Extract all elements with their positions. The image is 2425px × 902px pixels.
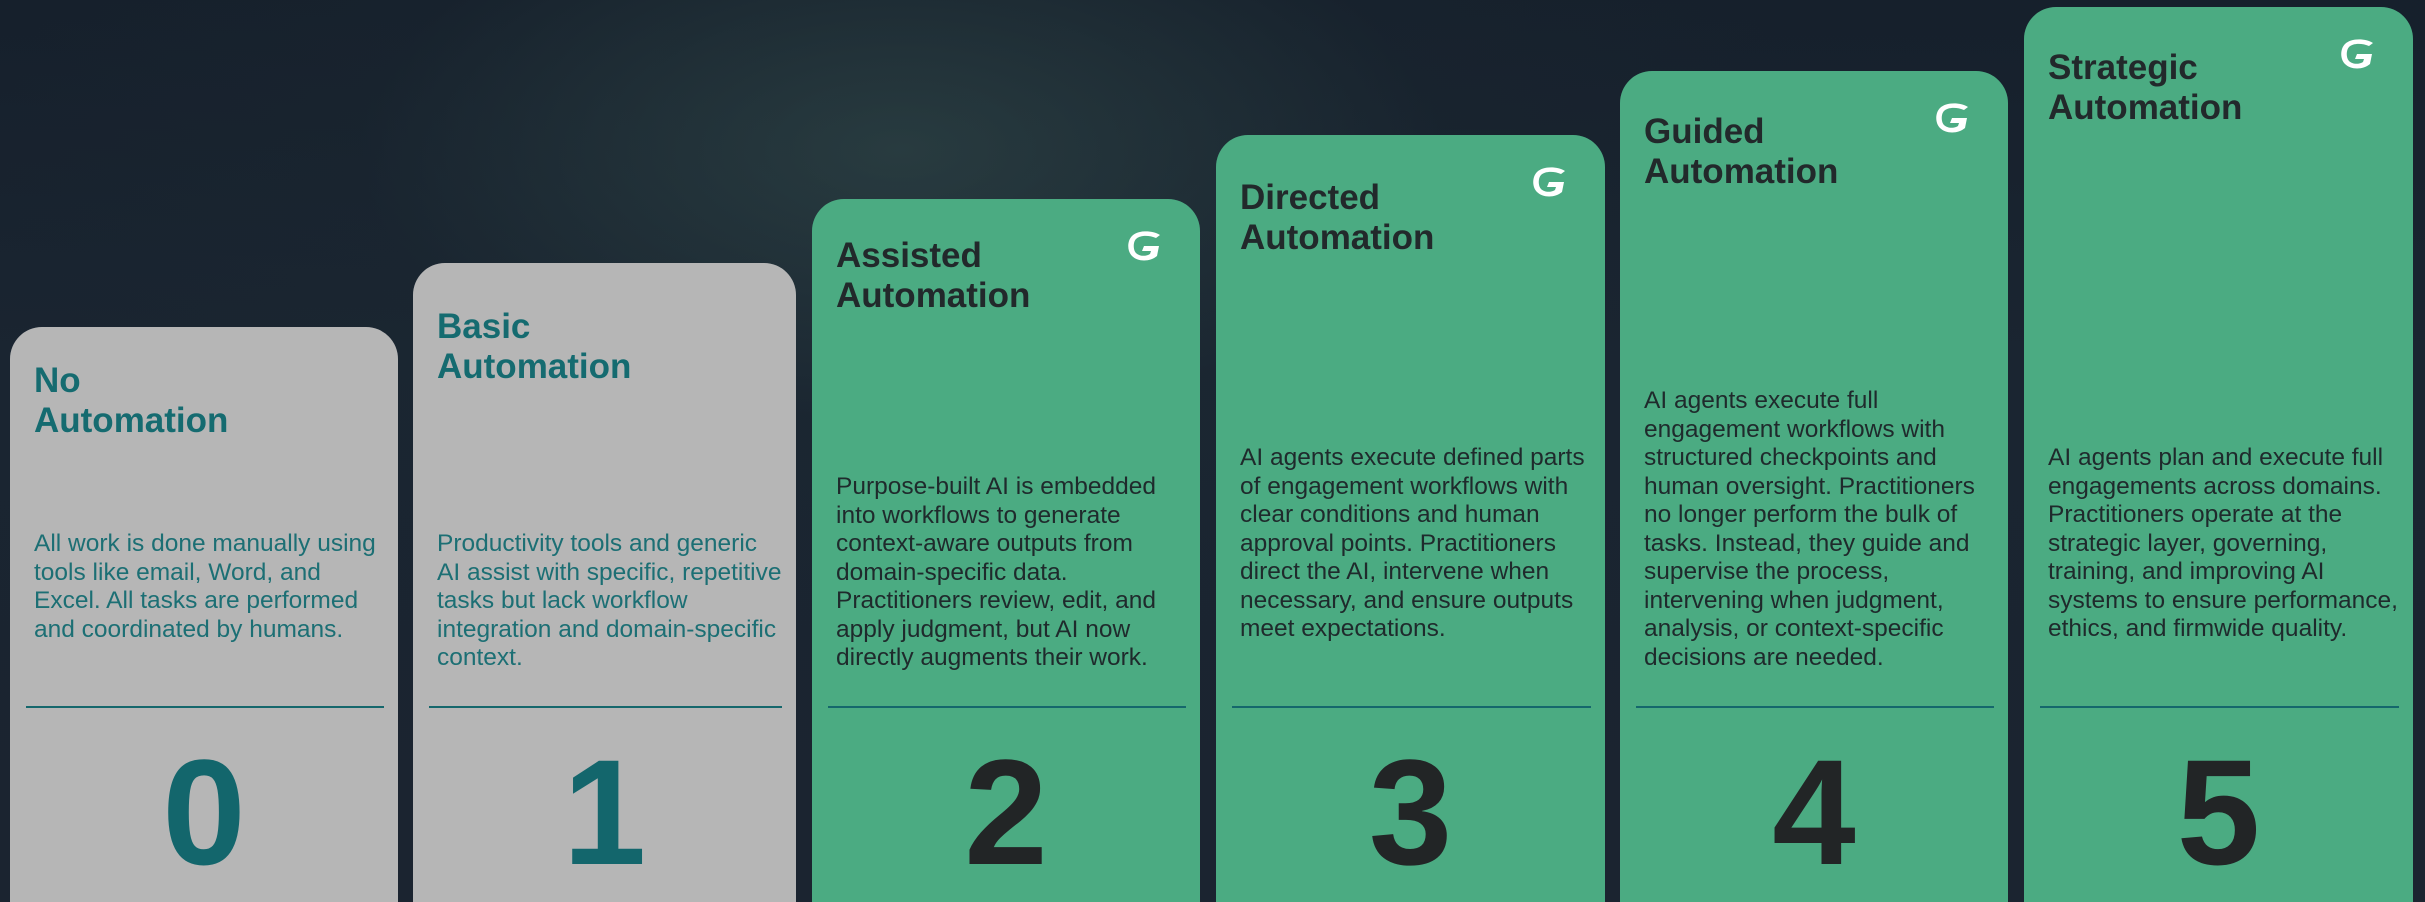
level-card-0: No Automation All work is done manually … xyxy=(10,327,398,902)
level-description: AI agents execute defined parts of engag… xyxy=(1240,444,1585,642)
level-number: 5 xyxy=(2176,728,2261,896)
level-number: 3 xyxy=(1368,728,1453,896)
level-divider xyxy=(2040,706,2399,708)
g-logo-icon xyxy=(1533,167,1565,197)
level-divider xyxy=(1636,706,1994,708)
level-title: No Automation xyxy=(34,361,229,440)
level-number: 0 xyxy=(162,728,246,896)
g-logo-icon xyxy=(1128,231,1160,261)
level-divider xyxy=(1232,706,1591,708)
level-title: Basic Automation xyxy=(437,307,632,386)
level-card-3: Directed Automation AI agents execute de… xyxy=(1216,135,1605,902)
level-divider xyxy=(828,706,1186,708)
level-title: Directed Automation xyxy=(1240,178,1435,257)
g-logo-icon xyxy=(2341,39,2373,69)
level-card-4: Guided Automation AI agents execute full… xyxy=(1620,71,2008,902)
level-card-1: Basic Automation Productivity tools and … xyxy=(413,263,796,902)
level-description: AI agents plan and execute full engageme… xyxy=(2048,444,2398,642)
level-description: Purpose-built AI is embedded into workfl… xyxy=(836,473,1157,671)
level-number: 4 xyxy=(1772,728,1856,896)
level-description: AI agents execute full engagement workfl… xyxy=(1644,387,1975,671)
level-card-2: Assisted Automation Purpose-built AI is … xyxy=(812,199,1200,902)
level-title: Guided Automation xyxy=(1644,112,1839,191)
level-divider xyxy=(429,706,782,708)
level-title: Strategic Automation xyxy=(2048,48,2243,127)
g-logo-icon xyxy=(1936,103,1968,133)
level-number: 1 xyxy=(562,728,647,896)
level-number: 2 xyxy=(964,728,1048,896)
level-description: Productivity tools and generic AI assist… xyxy=(437,530,782,671)
level-description: All work is done manually using tools li… xyxy=(34,530,376,643)
level-card-5: Strategic Automation AI agents plan and … xyxy=(2024,7,2413,902)
level-divider xyxy=(26,706,384,708)
level-title: Assisted Automation xyxy=(836,236,1031,315)
